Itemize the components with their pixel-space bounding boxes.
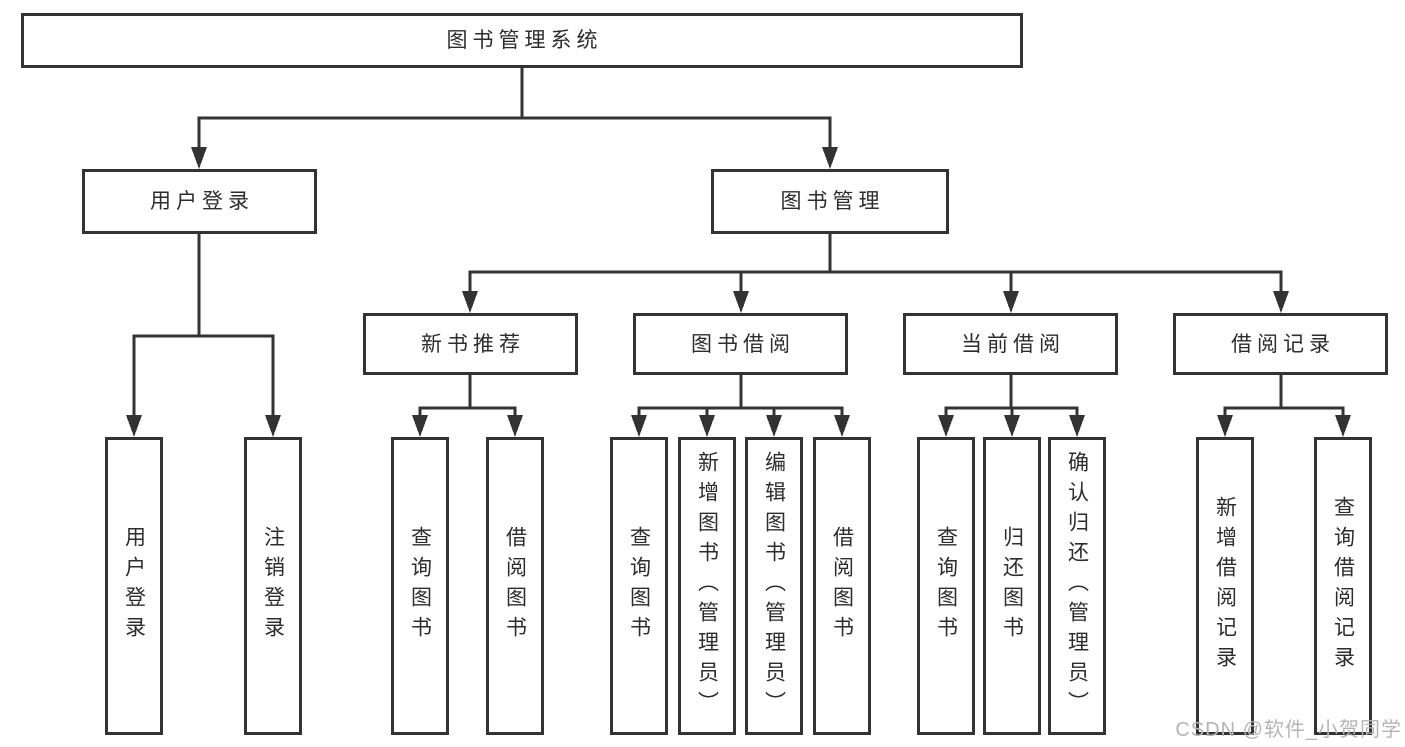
node-current-borrow-label: 当前借阅 — [961, 332, 1065, 356]
node-book-management-label: 图书管理 — [780, 190, 885, 213]
leaf-borrow-query-label: 查询图书 — [627, 526, 651, 646]
node-new-book-recommend-label: 新书推荐 — [421, 332, 525, 356]
leaf-user-login-label: 用户登录 — [122, 526, 146, 646]
leaf-borrow-query: 查询图书 — [610, 437, 668, 735]
leaf-records-query-label: 查询借阅记录 — [1331, 496, 1355, 676]
leaf-current-return: 归还图书 — [983, 437, 1041, 735]
node-user-login: 用户登录 — [82, 169, 317, 234]
node-user-login-label: 用户登录 — [150, 190, 254, 213]
leaf-borrow-book: 借阅图书 — [813, 437, 871, 735]
node-borrow-records-label: 借阅记录 — [1231, 332, 1335, 356]
leaf-user-login: 用户登录 — [105, 437, 163, 735]
node-current-borrow: 当前借阅 — [903, 313, 1118, 375]
leaf-records-add: 新增借阅记录 — [1196, 437, 1254, 735]
node-borrow-records: 借阅记录 — [1173, 313, 1388, 375]
node-book-borrow: 图书借阅 — [633, 313, 848, 375]
leaf-current-confirm-admin-label: 确认归还（管理员） — [1065, 451, 1089, 721]
leaf-current-query: 查询图书 — [917, 437, 975, 735]
leaf-records-add-label: 新增借阅记录 — [1213, 496, 1237, 676]
leaf-current-return-label: 归还图书 — [1000, 526, 1024, 646]
leaf-borrow-add-admin: 新增图书（管理员） — [678, 437, 736, 735]
leaf-newbooks-query: 查询图书 — [391, 437, 449, 735]
leaf-borrow-edit-admin: 编辑图书（管理员） — [745, 437, 803, 735]
leaf-newbooks-borrow: 借阅图书 — [486, 437, 544, 735]
node-book-management: 图书管理 — [711, 169, 949, 234]
leaf-current-confirm-admin: 确认归还（管理员） — [1048, 437, 1106, 735]
node-book-borrow-label: 图书借阅 — [691, 332, 795, 356]
leaf-logout: 注销登录 — [244, 437, 302, 735]
leaf-borrow-edit-admin-label: 编辑图书（管理员） — [762, 451, 786, 721]
leaf-borrow-add-admin-label: 新增图书（管理员） — [695, 451, 719, 721]
watermark: CSDN @软件_小贺同学 — [1175, 719, 1402, 741]
leaf-current-query-label: 查询图书 — [934, 526, 958, 646]
node-root-system: 图书管理系统 — [21, 13, 1023, 68]
leaf-newbooks-query-label: 查询图书 — [408, 526, 432, 646]
leaf-records-query: 查询借阅记录 — [1314, 437, 1372, 735]
leaf-borrow-book-label: 借阅图书 — [830, 526, 854, 646]
leaf-logout-label: 注销登录 — [261, 526, 285, 646]
leaf-newbooks-borrow-label: 借阅图书 — [503, 526, 527, 646]
node-new-book-recommend: 新书推荐 — [363, 313, 578, 375]
node-root-label: 图书管理系统 — [446, 29, 603, 52]
